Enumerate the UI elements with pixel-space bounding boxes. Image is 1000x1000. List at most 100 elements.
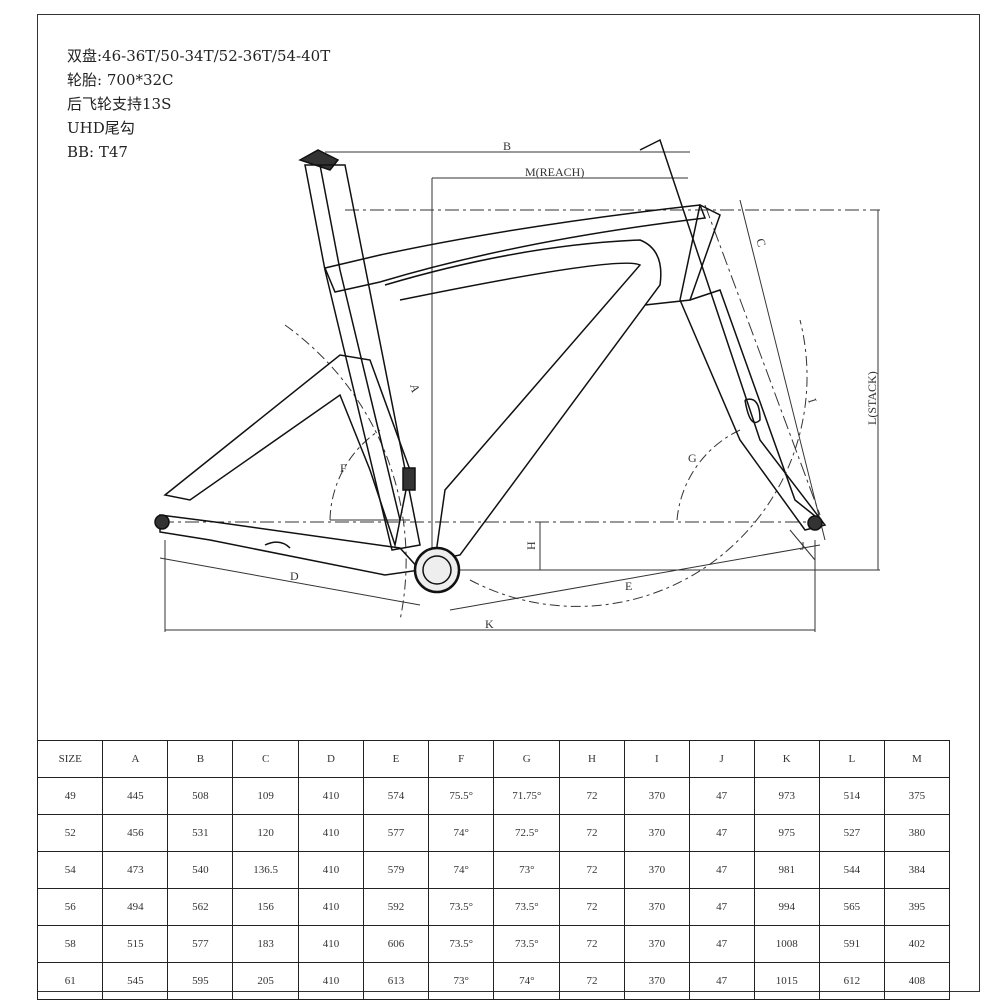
- table-cell: 994: [753, 888, 820, 926]
- dim-label-j: J: [800, 539, 805, 553]
- table-cell: 47: [688, 888, 755, 926]
- dimension-lines: [159, 151, 880, 632]
- table-cell: 75.5°: [427, 777, 495, 815]
- table-cell: 565: [818, 888, 885, 926]
- dim-label-e: E: [625, 579, 632, 593]
- table-cell: 47: [688, 962, 755, 1000]
- spec-bb: BB: T47: [67, 143, 128, 161]
- table-cell: 120: [232, 814, 299, 852]
- table-cell: 544: [818, 851, 885, 889]
- dim-label-k: K: [485, 617, 494, 631]
- table-cell: 410: [297, 777, 364, 815]
- table-cell: 72: [559, 888, 625, 926]
- column-header: F: [427, 740, 495, 778]
- table-cell: 74°: [493, 962, 561, 1000]
- column-header: E: [362, 740, 429, 778]
- table-cell: 592: [362, 888, 429, 926]
- column-header: H: [559, 740, 625, 778]
- table-cell: 370: [623, 888, 690, 926]
- dim-label-c: C: [753, 237, 769, 249]
- table-cell: 384: [883, 851, 951, 889]
- column-header: SIZE: [36, 740, 104, 778]
- table-cell: 473: [102, 851, 169, 889]
- table-cell: 370: [623, 851, 690, 889]
- table-cell: 109: [232, 777, 299, 815]
- table-cell: 370: [623, 925, 690, 963]
- table-cell: 577: [167, 925, 234, 963]
- spec-hanger: UHD尾勾: [67, 119, 135, 137]
- table-cell: 1015: [753, 962, 820, 1000]
- table-cell: 52: [36, 814, 104, 852]
- table-cell: 73.5°: [427, 925, 495, 963]
- table-cell: 527: [818, 814, 885, 852]
- column-header: D: [297, 740, 364, 778]
- table-cell: 579: [362, 851, 429, 889]
- column-header: K: [753, 740, 820, 778]
- table-cell: 410: [297, 962, 364, 1000]
- table-cell: 58: [36, 925, 104, 963]
- table-cell: 47: [688, 851, 755, 889]
- table-cell: 410: [297, 814, 364, 852]
- table-cell: 47: [688, 814, 755, 852]
- table-cell: 72: [559, 777, 625, 815]
- table-cell: 508: [167, 777, 234, 815]
- table-cell: 395: [883, 888, 951, 926]
- table-cell: 410: [297, 925, 364, 963]
- table-cell: 410: [297, 851, 364, 889]
- table-cell: 456: [102, 814, 169, 852]
- table-cell: 73.5°: [427, 888, 495, 926]
- table-cell: 612: [818, 962, 885, 1000]
- table-cell: 574: [362, 777, 429, 815]
- table-cell: 156: [232, 888, 299, 926]
- table-cell: 606: [362, 925, 429, 963]
- table-cell: 72: [559, 925, 625, 963]
- table-cell: 402: [883, 925, 951, 963]
- table-cell: 74°: [427, 814, 495, 852]
- column-header: I: [623, 740, 690, 778]
- table-cell: 73°: [493, 851, 561, 889]
- dim-label-b: B: [503, 139, 511, 153]
- table-cell: 1008: [753, 925, 820, 963]
- table-cell: 61: [36, 962, 104, 1000]
- table-cell: 72: [559, 814, 625, 852]
- table-cell: 540: [167, 851, 234, 889]
- dim-label-i: I: [805, 397, 820, 405]
- table-cell: 408: [883, 962, 951, 1000]
- spec-cassette: 后飞轮支持13S: [67, 95, 172, 113]
- table-cell: 205: [232, 962, 299, 1000]
- table-cell: 562: [167, 888, 234, 926]
- table-cell: 47: [688, 925, 755, 963]
- table-cell: 56: [36, 888, 104, 926]
- table-cell: 73°: [427, 962, 495, 1000]
- spec-tire: 轮胎: 700*32C: [67, 71, 174, 89]
- table-cell: 494: [102, 888, 169, 926]
- spec-notes: 双盘:46-36T/50-34T/52-36T/54-40T 轮胎: 700*3…: [67, 44, 330, 164]
- table-cell: 514: [818, 777, 885, 815]
- table-cell: 72: [559, 851, 625, 889]
- dim-label-l: L(STACK): [865, 371, 879, 425]
- table-cell: 73.5°: [493, 888, 561, 926]
- table-cell: 410: [297, 888, 364, 926]
- dim-label-d: D: [290, 569, 299, 583]
- table-cell: 54: [36, 851, 104, 889]
- column-header: C: [232, 740, 299, 778]
- table-cell: 73.5°: [493, 925, 561, 963]
- table-cell: 47: [688, 777, 755, 815]
- dim-label-g: G: [688, 451, 697, 465]
- dim-label-a: A: [407, 382, 423, 394]
- table-cell: 370: [623, 777, 690, 815]
- table-cell: 380: [883, 814, 951, 852]
- table-cell: 370: [623, 962, 690, 1000]
- column-header: B: [167, 740, 234, 778]
- table-cell: 545: [102, 962, 169, 1000]
- table-cell: 49: [36, 777, 104, 815]
